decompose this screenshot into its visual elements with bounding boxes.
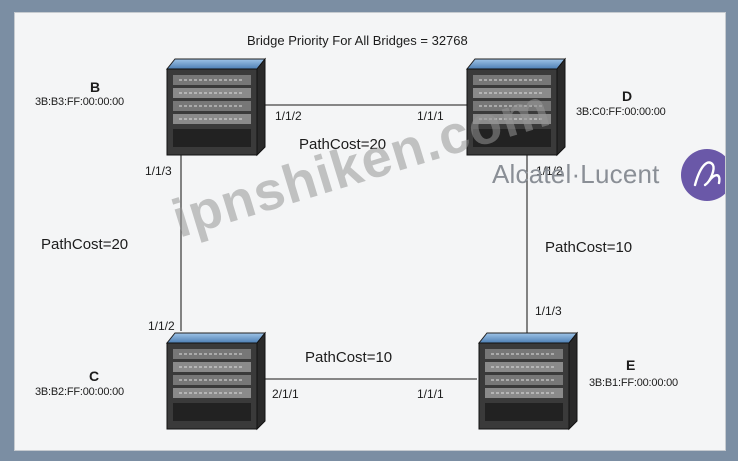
port-b-to-d: 1/1/2 xyxy=(275,109,302,123)
pathcost-c-e: PathCost=10 xyxy=(305,349,393,366)
port-b-to-c: 1/1/3 xyxy=(145,164,172,178)
bridge-c-name: C xyxy=(89,368,100,384)
bridge-d-name: D xyxy=(622,88,633,104)
alcatel-lucent-logo-icon xyxy=(681,149,725,201)
port-e-to-c: 1/1/1 xyxy=(417,387,444,401)
bridge-c-mac: 3B:B2:FF:00:00:00 xyxy=(35,386,124,398)
pathcost-b-d: PathCost=20 xyxy=(299,136,387,153)
diagram-graphics xyxy=(165,57,725,431)
port-e-to-d: 1/1/3 xyxy=(535,304,562,318)
port-c-to-e: 2/1/1 xyxy=(272,387,299,401)
switch-e-icon xyxy=(477,331,579,431)
bridge-d-mac: 3B:C0:FF:00:00:00 xyxy=(576,106,666,118)
switch-c-icon xyxy=(165,331,267,431)
bridge-e-name: E xyxy=(626,357,636,373)
bridge-b-name: B xyxy=(90,79,101,95)
bridge-e-mac: 3B:B1:FF:00:00:00 xyxy=(589,377,678,389)
switch-d-icon xyxy=(465,57,567,157)
pathcost-d-e: PathCost=10 xyxy=(545,239,633,256)
port-d-to-b: 1/1/1 xyxy=(417,109,444,123)
port-d-to-e: 1/1/2 xyxy=(536,164,563,178)
network-diagram: Bridge Priority For All Bridges = 32768 … xyxy=(14,12,726,451)
diagram-title: Bridge Priority For All Bridges = 32768 xyxy=(247,33,468,48)
bridge-b-mac: 3B:B3:FF:00:00:00 xyxy=(35,96,124,108)
alcatel-lucent-wordmark: Alcatel·Lucent xyxy=(492,159,660,189)
pathcost-b-c: PathCost=20 xyxy=(41,236,129,253)
switch-b-icon xyxy=(165,57,267,157)
port-c-to-b: 1/1/2 xyxy=(148,319,175,333)
